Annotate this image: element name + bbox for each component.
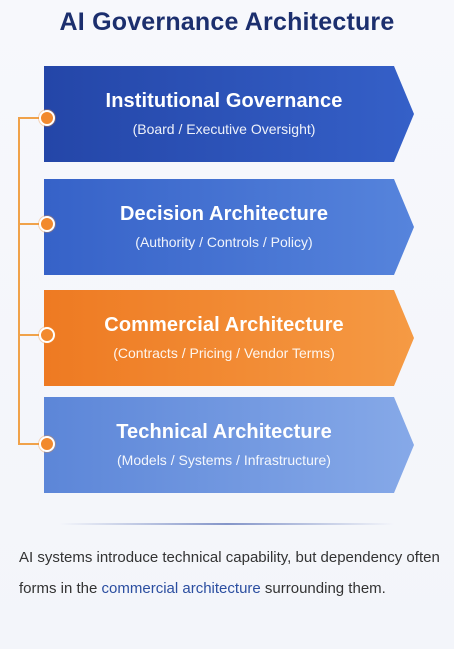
layer-technical-architecture bbox=[44, 397, 414, 493]
caption-text: AI systems introduce technical capabilit… bbox=[19, 542, 451, 604]
layer-name: Technical Architecture bbox=[116, 421, 332, 443]
layer-name: Commercial Architecture bbox=[104, 314, 344, 336]
connector-dot-4 bbox=[39, 436, 55, 452]
layer-decision-architecture bbox=[44, 179, 414, 275]
connector-tick-1 bbox=[18, 117, 42, 119]
layer-commercial-architecture bbox=[44, 290, 414, 386]
caption-highlight: commercial architecture bbox=[101, 580, 261, 597]
layer-institutional-governance-text: Institutional Governance (Board / Execut… bbox=[44, 90, 404, 137]
layer-name: Decision Architecture bbox=[119, 203, 329, 225]
layer-institutional-governance bbox=[44, 66, 414, 162]
layer-technical-architecture-text: Technical Architecture (Models / Systems… bbox=[44, 421, 404, 468]
section-divider bbox=[60, 523, 394, 525]
connector-tick-2 bbox=[18, 223, 42, 225]
layer-detail: (Authority / Controls / Policy) bbox=[135, 234, 313, 250]
layer-detail: (Models / Systems / Infrastructure) bbox=[117, 452, 331, 468]
diagram-title: AI Governance Architecture bbox=[59, 8, 395, 36]
connector-dot-1 bbox=[39, 110, 55, 126]
caption-part-1: AI systems introduce technical capabilit… bbox=[19, 549, 440, 597]
layer-detail: (Contracts / Pricing / Vendor Terms) bbox=[113, 345, 335, 361]
caption-part-2: surrounding them. bbox=[260, 580, 386, 597]
layer-commercial-architecture-text: Commercial Architecture (Contracts / Pri… bbox=[44, 314, 404, 361]
layer-name: Institutional Governance bbox=[105, 90, 343, 112]
connector-tick-4 bbox=[18, 443, 42, 445]
connector-line bbox=[18, 117, 20, 443]
connector-dot-3 bbox=[39, 327, 55, 343]
connector-dot-2 bbox=[39, 216, 55, 232]
layer-detail: (Board / Executive Oversight) bbox=[132, 121, 316, 137]
layer-decision-architecture-text: Decision Architecture (Authority / Contr… bbox=[44, 203, 404, 250]
connector-tick-3 bbox=[18, 334, 42, 336]
